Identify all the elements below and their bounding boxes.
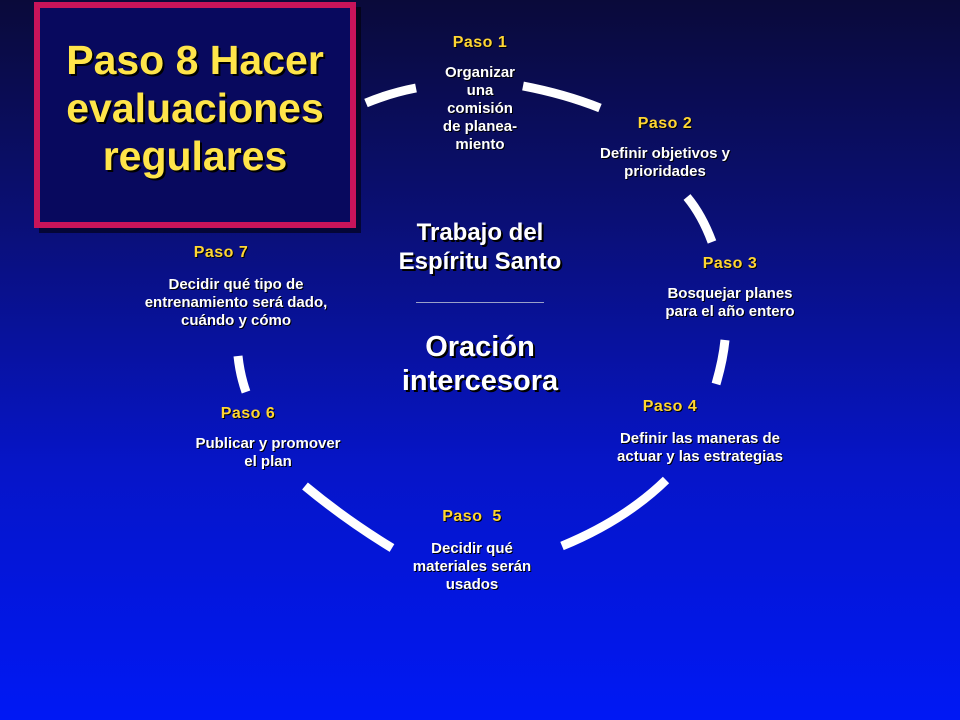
title-box: Paso 8 Hacer evaluaciones regulares — [34, 2, 356, 228]
step-3-text: Bosquejar planes para el año entero — [665, 285, 795, 320]
step-4-text: Definir las maneras de actuar y las estr… — [617, 430, 783, 465]
title-text: Paso 8 Hacer evaluaciones regulares — [66, 37, 324, 179]
step-2: Paso 2 Definir objetivos y prioridades — [565, 115, 765, 181]
center-divider — [416, 302, 544, 303]
arc-6-7 — [233, 355, 251, 394]
step-1-label: Paso 1 — [452, 34, 508, 51]
arc-2-3 — [683, 194, 717, 244]
arc-3-4 — [711, 339, 730, 386]
arc-5-6 — [302, 482, 395, 552]
step-3-label: Paso 3 — [702, 255, 758, 272]
step-5-text: Decidir qué materiales serán usados — [412, 540, 532, 593]
arc-1-2 — [522, 81, 602, 113]
step-5: Paso 5 Decidir qué materiales serán usad… — [382, 508, 562, 594]
step-6-text: Publicar y promover el plan — [195, 435, 341, 470]
arc-8-1 — [364, 83, 417, 108]
step-5-label: Paso 5 — [442, 508, 502, 525]
step-1-text: Organizar una comisión de planea- miento — [442, 64, 518, 153]
step-2-text: Definir objetivos y prioridades — [599, 145, 731, 180]
step-7-text: Decidir qué tipo de entrenamiento será d… — [144, 276, 328, 329]
center-holy-spirit-text: Trabajo del Espíritu Santo — [398, 219, 562, 275]
step-4: Paso 4 Definir las maneras de actuar y l… — [570, 398, 830, 466]
step-1: Paso 1 Organizar una comisión de planea-… — [410, 34, 550, 154]
step-6: Paso 6 Publicar y promover el plan — [158, 405, 378, 471]
step-6-label: Paso 6 — [220, 405, 276, 422]
step-7-label: Paso 7 — [193, 244, 249, 261]
step-4-label: Paso 4 — [642, 398, 698, 415]
arc-4-5 — [560, 476, 670, 551]
step-2-label: Paso 2 — [637, 115, 693, 132]
step-3: Paso 3 Bosquejar planes para el año ente… — [630, 255, 830, 321]
center-prayer-text: Oración intercesora — [401, 331, 559, 397]
step-7: Paso 7 Decidir qué tipo de entrenamiento… — [108, 244, 364, 330]
